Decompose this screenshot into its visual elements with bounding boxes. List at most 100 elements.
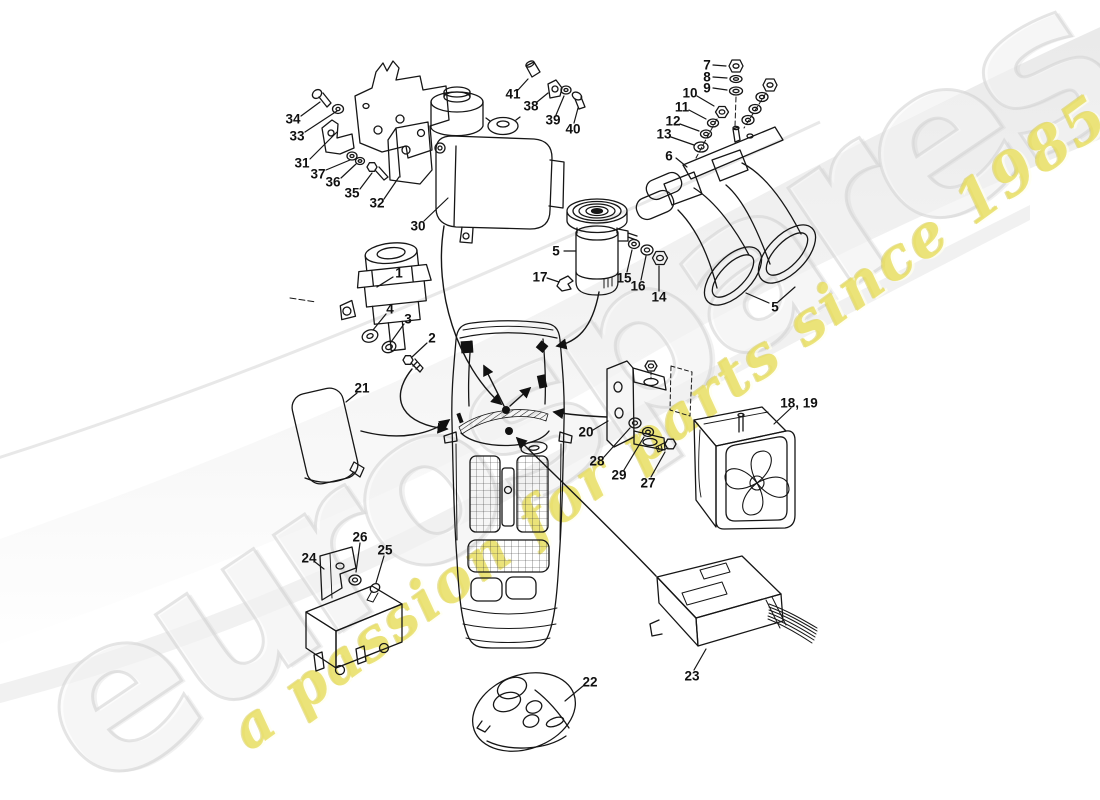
horn-assembly	[635, 59, 817, 306]
bolt-2	[402, 355, 424, 373]
screw-40	[571, 91, 586, 110]
swoosh-ribbon-thin	[0, 120, 821, 459]
fastener-chain-right	[741, 78, 778, 129]
nut-bracket-20	[644, 360, 658, 372]
remote-fob	[471, 672, 577, 752]
leader-line-27	[650, 451, 666, 478]
cowl-hatched-band	[458, 409, 549, 435]
compressor-assembly	[556, 198, 669, 296]
leader-line-40	[573, 107, 579, 124]
nut-7	[728, 59, 744, 73]
horn-bell-lower	[703, 246, 763, 306]
washer-12	[699, 129, 713, 139]
leader-line-31	[309, 131, 338, 160]
leader-line-17	[546, 277, 560, 283]
leader-line-33	[304, 110, 338, 133]
sensor-pad-square	[460, 340, 474, 354]
leader-line-25	[375, 555, 385, 584]
leader-line-3	[390, 323, 405, 343]
leader-lines	[300, 64, 796, 702]
pin-41	[525, 60, 541, 78]
washer-36	[354, 156, 366, 166]
mirror-right	[558, 431, 573, 444]
siren-fan	[724, 450, 790, 516]
leader-line-5	[745, 292, 770, 304]
mount-point-dot-1	[502, 406, 510, 414]
mount-point-dot-2	[505, 427, 513, 435]
bracket-31	[321, 119, 355, 155]
leader-line-10	[696, 95, 715, 107]
washer-33	[331, 103, 345, 115]
leader-line-7	[712, 64, 727, 67]
washer-15	[627, 238, 641, 250]
nut-14	[651, 250, 669, 266]
swoosh-ribbon-main	[0, 27, 1100, 645]
leader-line-23	[693, 648, 707, 671]
leader-line-16	[640, 255, 647, 281]
leader-line-1	[376, 276, 394, 288]
washer-26	[348, 574, 362, 586]
clip-17	[556, 275, 574, 292]
reservoir-pump-assembly	[311, 60, 586, 244]
washer-39	[560, 85, 572, 95]
clamp-38	[547, 79, 563, 99]
leader-line-39	[555, 95, 565, 116]
washer-8	[729, 74, 743, 84]
leader-line-2	[411, 342, 428, 358]
leader-line-30	[423, 197, 449, 222]
leader-line-28	[603, 427, 631, 458]
leader-line-11	[688, 109, 707, 120]
leader-line-38	[536, 92, 549, 103]
leader-line-36	[340, 163, 357, 179]
bracket-32	[387, 121, 433, 185]
reservoir-unit-30	[430, 86, 565, 244]
washer-29	[641, 426, 655, 438]
washer-13	[693, 141, 709, 153]
screw-27	[655, 438, 677, 453]
mounting-plate	[354, 60, 450, 159]
sensor-pad-tick	[456, 412, 464, 424]
leader-line-18-19	[773, 407, 792, 425]
washer-9	[728, 86, 744, 96]
mirror-left	[443, 431, 458, 444]
leader-line-35	[359, 172, 373, 190]
screw-34	[311, 88, 332, 108]
washer-28	[628, 417, 642, 429]
pad-21	[291, 387, 365, 485]
wire-harness	[765, 596, 818, 644]
leader-line-20	[592, 420, 609, 431]
leader-line-29	[623, 436, 645, 471]
siren-speaker	[693, 406, 796, 530]
washer-4	[361, 329, 379, 343]
sensor-pad-diamond	[535, 340, 549, 354]
leader-line-41	[517, 78, 529, 91]
leader-line-8	[712, 76, 728, 79]
leader-line-4	[372, 313, 387, 331]
alarm-ecu	[649, 555, 818, 647]
screw-25	[366, 582, 381, 603]
leader-line-21	[345, 392, 358, 403]
nut-10	[714, 105, 730, 119]
leader-line-5	[777, 286, 796, 303]
switch-centerline	[289, 297, 317, 303]
leader-line-37	[325, 159, 351, 171]
horn-bell-upper	[757, 224, 817, 284]
leader-line-26	[355, 542, 361, 573]
leader-line-32	[383, 176, 400, 200]
mount-bracket-20	[606, 360, 693, 453]
routing-arrows	[360, 225, 657, 577]
washer-37	[346, 151, 358, 161]
leader-line-24	[314, 561, 325, 570]
washer-3	[381, 340, 397, 354]
car-top-view	[443, 320, 573, 649]
leader-line-9	[712, 87, 728, 91]
washer-16	[640, 244, 654, 256]
switch-assembly	[339, 242, 432, 352]
leader-line-6	[675, 157, 688, 168]
leader-line-15	[626, 249, 633, 273]
sensor-pad-rect	[536, 374, 548, 389]
leader-line-22	[564, 685, 584, 702]
